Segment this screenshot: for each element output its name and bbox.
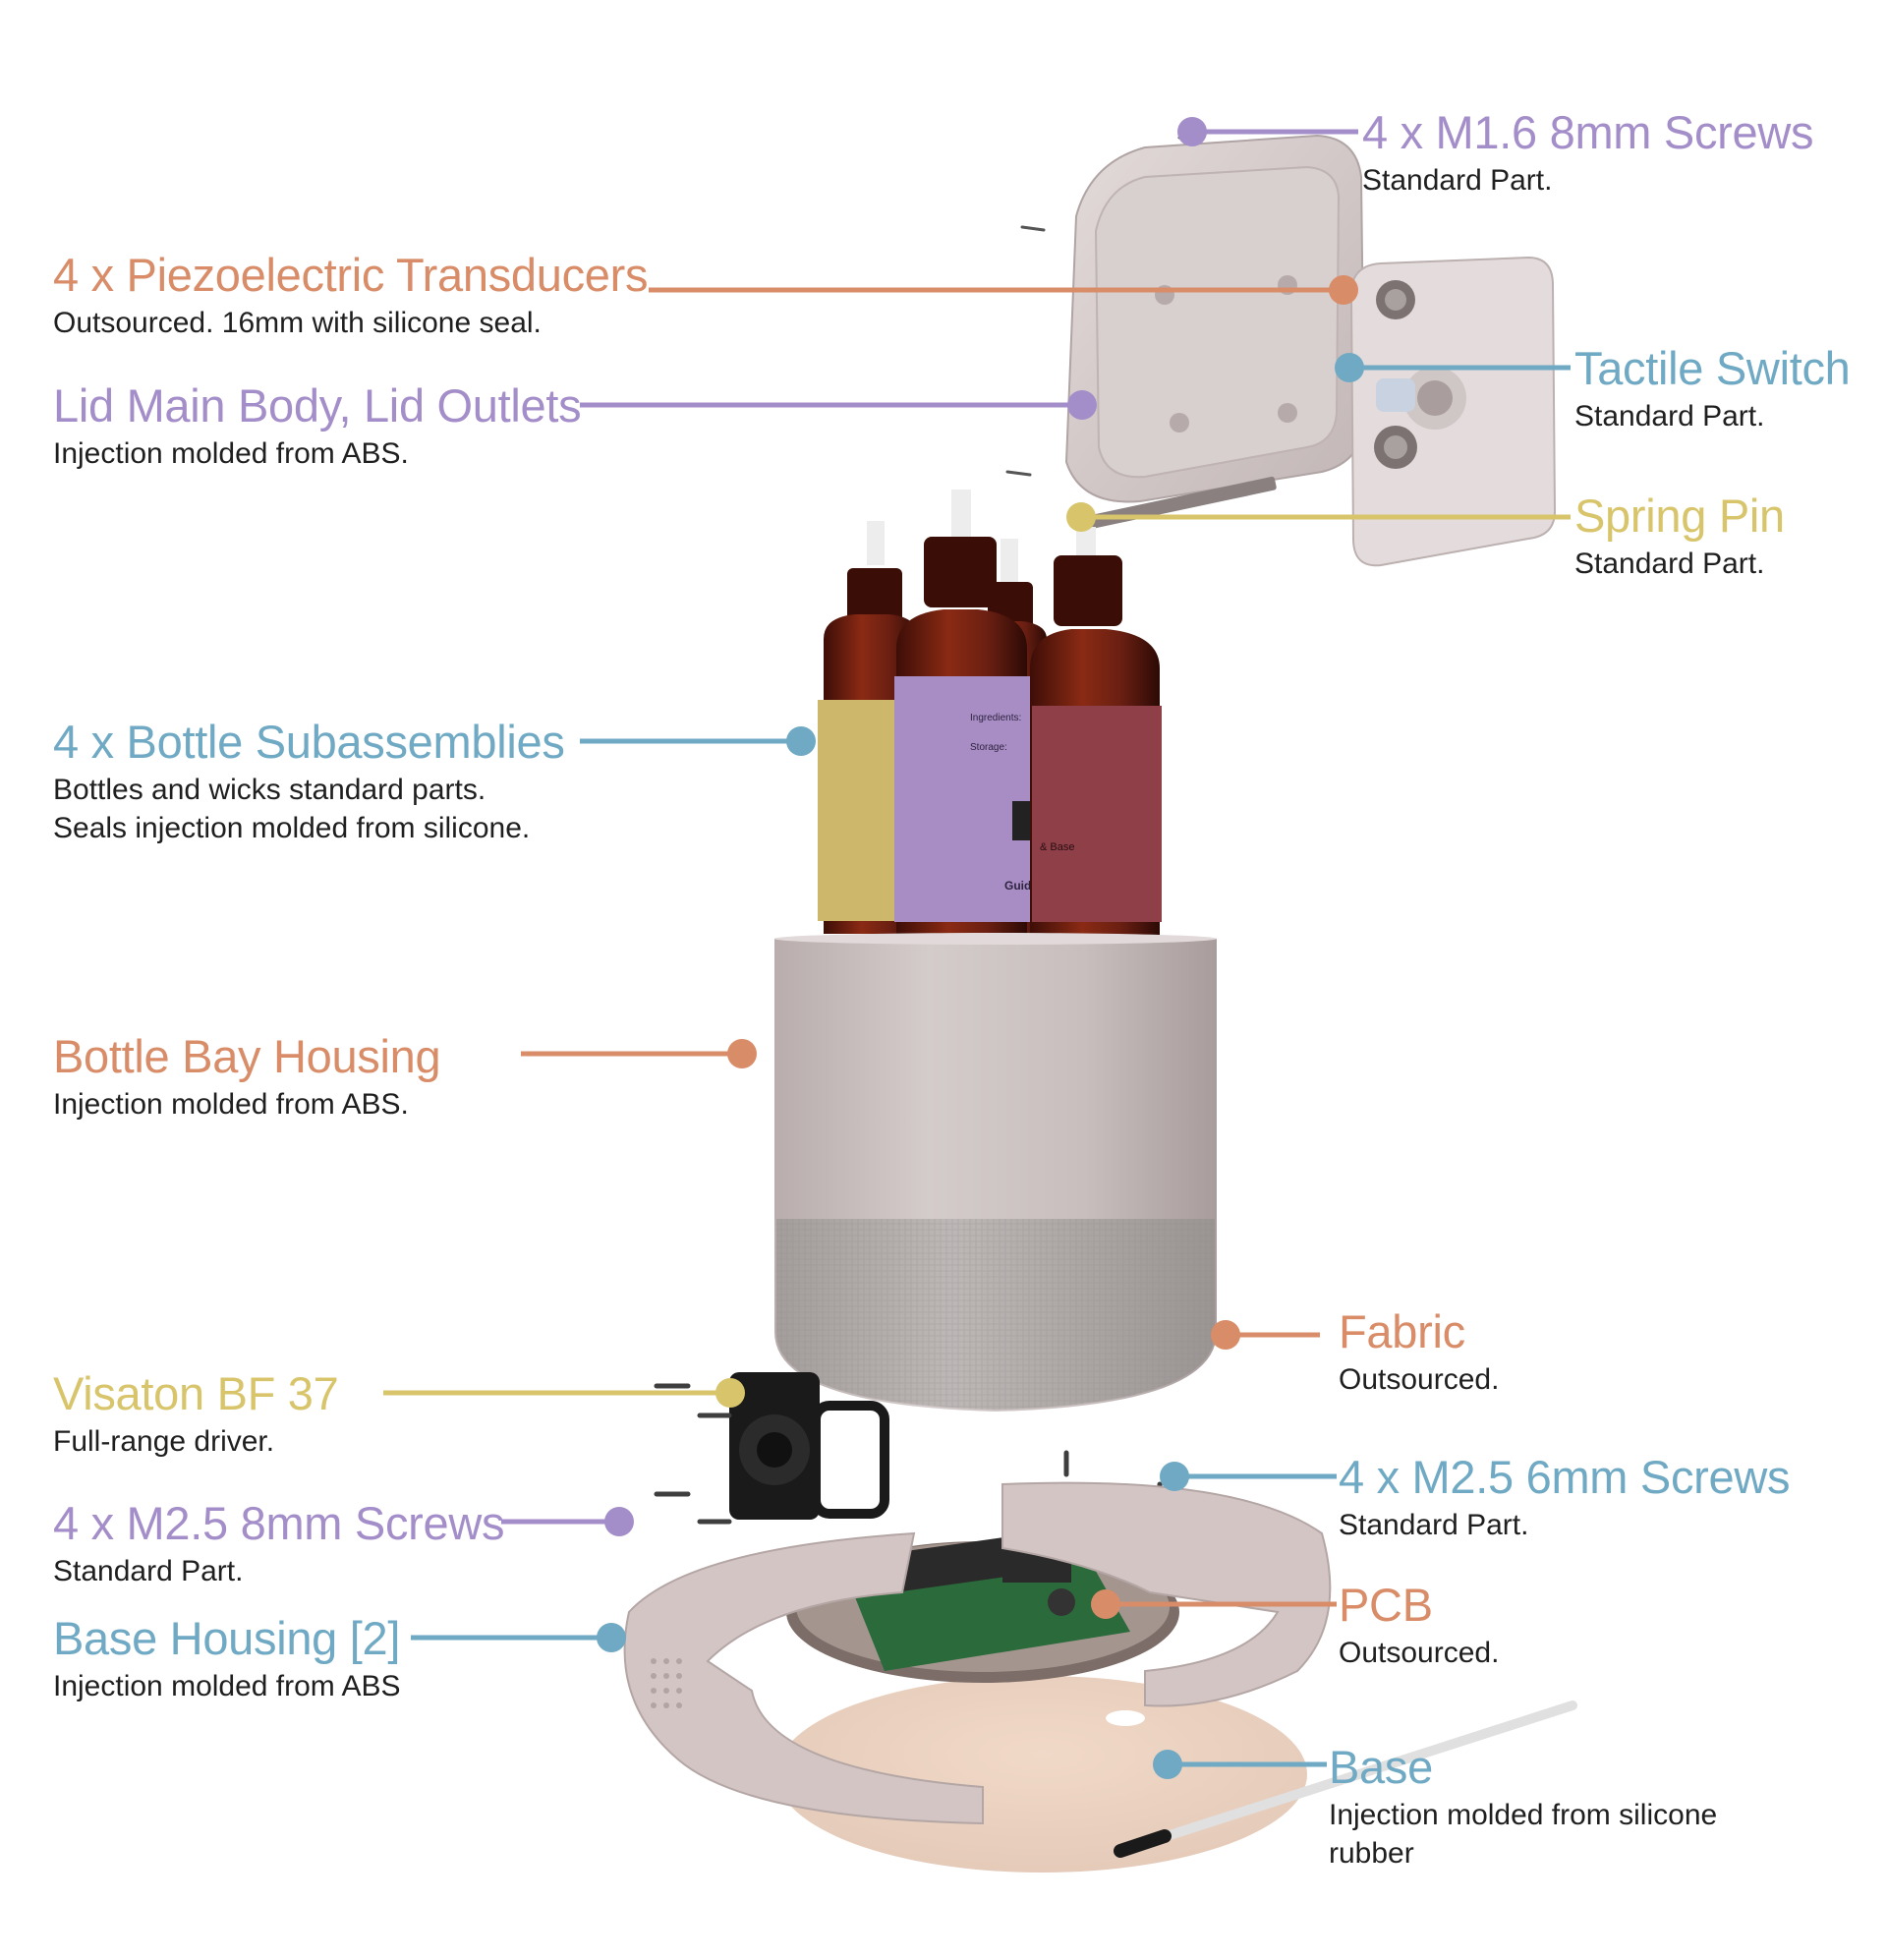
callout-bottle-subassemblies: 4 x Bottle Subassemblies Bottles and wic… (53, 718, 565, 847)
callout-desc-line-2: Seals injection molded from silicone. (53, 811, 531, 844)
bottle-label-guide: Guide (1004, 879, 1038, 893)
callout-bottle-bay-housing: Bottle Bay Housing Injection molded from… (53, 1030, 441, 1124)
bottle-bay-housing (774, 933, 1217, 1412)
speaker-driver (729, 1372, 889, 1520)
callout-lid-main-body: Lid Main Body, Lid Outlets Injection mol… (53, 379, 582, 474)
lid-outlet-plate (1349, 256, 1557, 567)
leader-lines (383, 129, 1571, 1767)
callout-visaton: Visaton BF 37 Full-range driver. (53, 1367, 339, 1462)
base-housing (623, 1481, 1332, 1825)
callout-title: Spring Pin (1574, 490, 1785, 542)
callout-title: 4 x M2.5 6mm Screws (1339, 1451, 1791, 1503)
callout-desc: Outsourced. (1339, 1363, 1500, 1397)
callout-desc-line-1: Bottles and wicks standard parts. (53, 774, 486, 807)
callout-title: Base Housing [2] (53, 1612, 401, 1664)
callout-desc: Injection molded from ABS. (53, 1088, 409, 1122)
callout-desc-line-1: Injection molded from silicone (1329, 1799, 1718, 1832)
callout-title: Lid Main Body, Lid Outlets (53, 379, 582, 432)
callout-desc: Outsourced. (1339, 1637, 1500, 1670)
bottle-label-base: & Base (1040, 841, 1074, 853)
callout-title: Tactile Switch (1574, 342, 1851, 394)
callout-fabric: Fabric Outsourced. (1339, 1307, 1499, 1400)
callout-title: Fabric (1339, 1305, 1465, 1357)
base-disc (776, 1676, 1577, 1873)
leader-dots (597, 117, 1364, 1779)
callout-title: 4 x M2.5 8mm Screws (53, 1497, 505, 1549)
callout-tactile-switch: Tactile Switch Standard Part. (1574, 344, 1851, 436)
callout-m25-8mm-screws: 4 x M2.5 8mm Screws Standard Part. (53, 1499, 504, 1591)
callout-title: 4 x Piezoelectric Transducers (53, 249, 649, 301)
callout-desc: Standard Part. (1574, 400, 1765, 433)
callout-desc: Standard Part. (53, 1555, 244, 1588)
lid-main-body (1064, 134, 1366, 531)
callout-desc: Outsourced. 16mm with silicone seal. (53, 307, 542, 340)
callout-desc: Standard Part. (1339, 1509, 1529, 1542)
callout-title: Bottle Bay Housing (53, 1030, 441, 1082)
bottle: & Base (1030, 527, 1162, 939)
callout-title: Visaton BF 37 (53, 1367, 339, 1419)
bottle-label-ingredients: Ingredients: (970, 713, 1021, 723)
callout-m16-screws: 4 x M1.6 8mm Screws Standard Part. (1362, 108, 1813, 201)
callout-base-housing: Base Housing [2] Injection molded from A… (53, 1614, 401, 1706)
callout-desc: Standard Part. (1362, 164, 1553, 198)
callout-piezo: 4 x Piezoelectric Transducers Outsourced… (53, 251, 648, 343)
bottle-label-storage: Storage: (970, 742, 1007, 753)
callout-desc: Injection molded from ABS (53, 1670, 401, 1703)
callout-spring-pin: Spring Pin Standard Part. (1574, 491, 1785, 584)
callout-title: 4 x M1.6 8mm Screws (1362, 106, 1814, 158)
callout-m25-6mm-screws: 4 x M2.5 6mm Screws Standard Part. (1339, 1453, 1790, 1545)
callout-desc-line-2: rubber (1329, 1836, 1414, 1870)
callout-pcb: PCB Outsourced. (1339, 1581, 1499, 1673)
callout-desc: Full-range driver. (53, 1425, 275, 1459)
callout-base: Base Injection molded from silicone rubb… (1329, 1743, 1717, 1873)
bottle: Ingredients: Storage: Guide (894, 490, 1038, 939)
callout-title: PCB (1339, 1579, 1433, 1631)
callout-desc: Injection molded from ABS. (53, 437, 409, 471)
callout-desc: Standard Part. (1574, 548, 1765, 581)
bottle-subassemblies: Ingredients: Storage: Guide & Base (818, 490, 1162, 939)
callout-title: 4 x Bottle Subassemblies (53, 716, 565, 768)
callout-title: Base (1329, 1741, 1433, 1793)
